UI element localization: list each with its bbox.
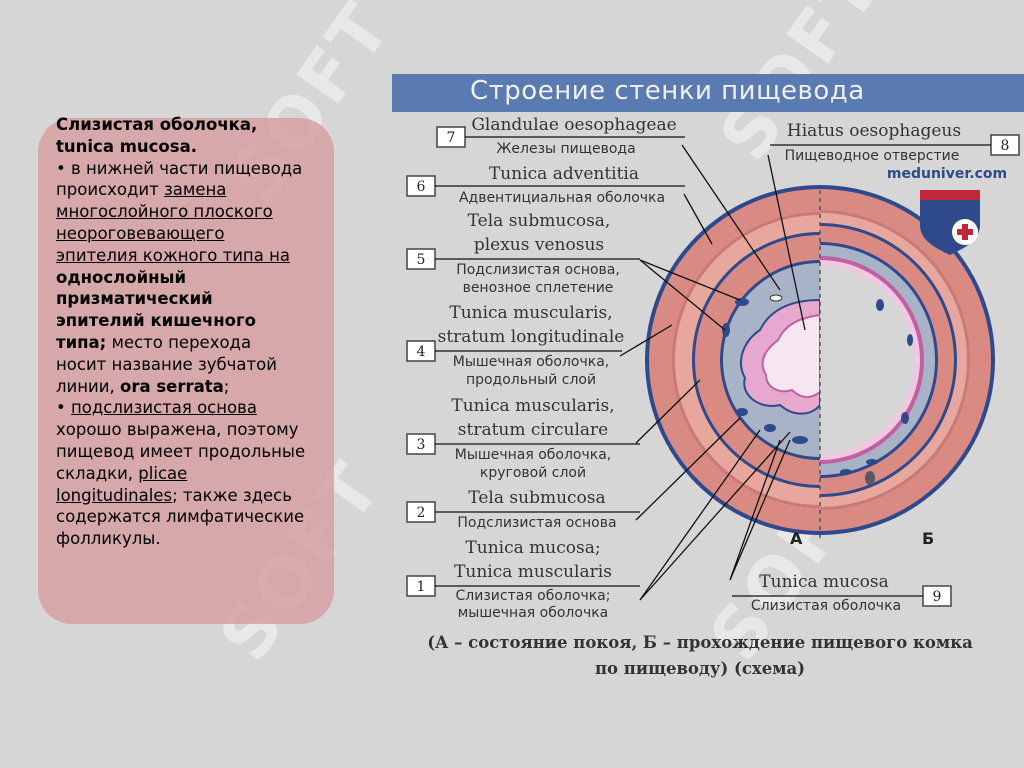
caption-line-1: (А – состояние покоя, Б – прохождение пи…	[427, 633, 973, 652]
label-5-ru1: Подслизистая основа,	[456, 262, 620, 278]
label-1-ru2: мышечная оболочка	[458, 605, 609, 621]
label-7-ru: Железы пищевода	[496, 141, 635, 157]
bullet1-end: ;	[223, 376, 230, 396]
bullet2-mid: хорошо выражена, поэтому пищевод имеет п…	[56, 420, 306, 483]
heading: Слизистая оболочка, tunica mucosa.	[56, 115, 258, 156]
bullet1-underlined: замена многослойного плоского неороговев…	[56, 180, 290, 265]
label-6-ru: Адвентициальная оболочка	[459, 190, 665, 206]
bullet1-pre: • в нижней части пищевода происходит	[56, 158, 303, 200]
label-4-ru1: Мышечная оболочка,	[453, 354, 609, 370]
label-num-9: 9	[933, 589, 942, 605]
label-2-ru: Подслизистая основа	[457, 515, 616, 531]
label-3-ru2: круговой слой	[480, 465, 586, 481]
figure-title: Строение стенки пищевода	[470, 76, 865, 106]
label-8-ru: Пищеводное отверстие	[785, 148, 960, 164]
ora-serrata-term: ora serrata	[120, 376, 224, 396]
label-3-latin1: Tunica muscularis,	[451, 396, 614, 416]
meduniver-logo	[920, 190, 980, 255]
label-2-latin: Tela submucosa	[468, 488, 605, 508]
bullet2-underlined: подслизистая основа	[70, 398, 257, 418]
label-5-ru2: венозное сплетение	[463, 280, 614, 296]
label-9-ru: Слизистая оболочка	[751, 598, 901, 614]
description-text: Слизистая оболочка, tunica mucosa. • в н…	[56, 114, 306, 550]
label-num-4: 4	[417, 344, 426, 360]
label-4-latin1: Tunica muscularis,	[449, 303, 612, 323]
plicae-term: plicae longitudinales	[56, 463, 188, 505]
figure-title-bar	[392, 74, 1024, 112]
label-num-3: 3	[417, 437, 426, 453]
panel-a-label: А	[790, 529, 803, 548]
bullet1-bold: однослойный призматический эпителий кише…	[56, 267, 256, 352]
cross-section-a	[645, 185, 820, 535]
bullet2-end: ; также здесь содержатся лимфатические ф…	[56, 485, 305, 549]
label-num-2: 2	[417, 505, 426, 521]
label-1-latin1: Tunica mucosa;	[465, 538, 600, 558]
label-1-latin2: Tunica muscularis	[454, 562, 612, 582]
cross-section-b	[820, 185, 995, 535]
label-num-8: 8	[1001, 138, 1010, 154]
label-3-ru1: Мышечная оболочка,	[455, 447, 611, 463]
label-num-5: 5	[417, 252, 426, 268]
site-label: meduniver.com	[887, 166, 1007, 182]
panel-b-label: Б	[922, 529, 934, 548]
bullet1-post: место перехода носит название зубчатой л…	[56, 332, 277, 396]
label-5-latin1: Tela submucosa,	[468, 211, 611, 231]
label-1-ru1: Слизистая оболочка;	[456, 588, 611, 604]
label-3-latin2: stratum circulare	[458, 420, 608, 440]
label-9-latin: Tunica mucosa	[759, 572, 888, 592]
label-num-1: 1	[417, 579, 426, 595]
label-6-latin: Tunica adventitia	[489, 164, 639, 184]
caption-line-2: по пищеводу) (схема)	[594, 659, 806, 678]
label-4-ru2: продольный слой	[466, 372, 596, 388]
label-num-7: 7	[447, 130, 456, 146]
label-4-latin2: stratum longitudinale	[438, 327, 625, 347]
label-8-latin: Hiatus oesophageus	[787, 121, 961, 141]
label-num-6: 6	[417, 179, 426, 195]
label-7-latin: Glandulae oesophageae	[471, 115, 676, 135]
bullet2-prefix: •	[56, 398, 71, 418]
label-5-latin2: plexus venosus	[474, 235, 604, 255]
figure-caption: (А – состояние покоя, Б – прохождение пи…	[420, 630, 980, 682]
text-box-background	[38, 118, 334, 624]
